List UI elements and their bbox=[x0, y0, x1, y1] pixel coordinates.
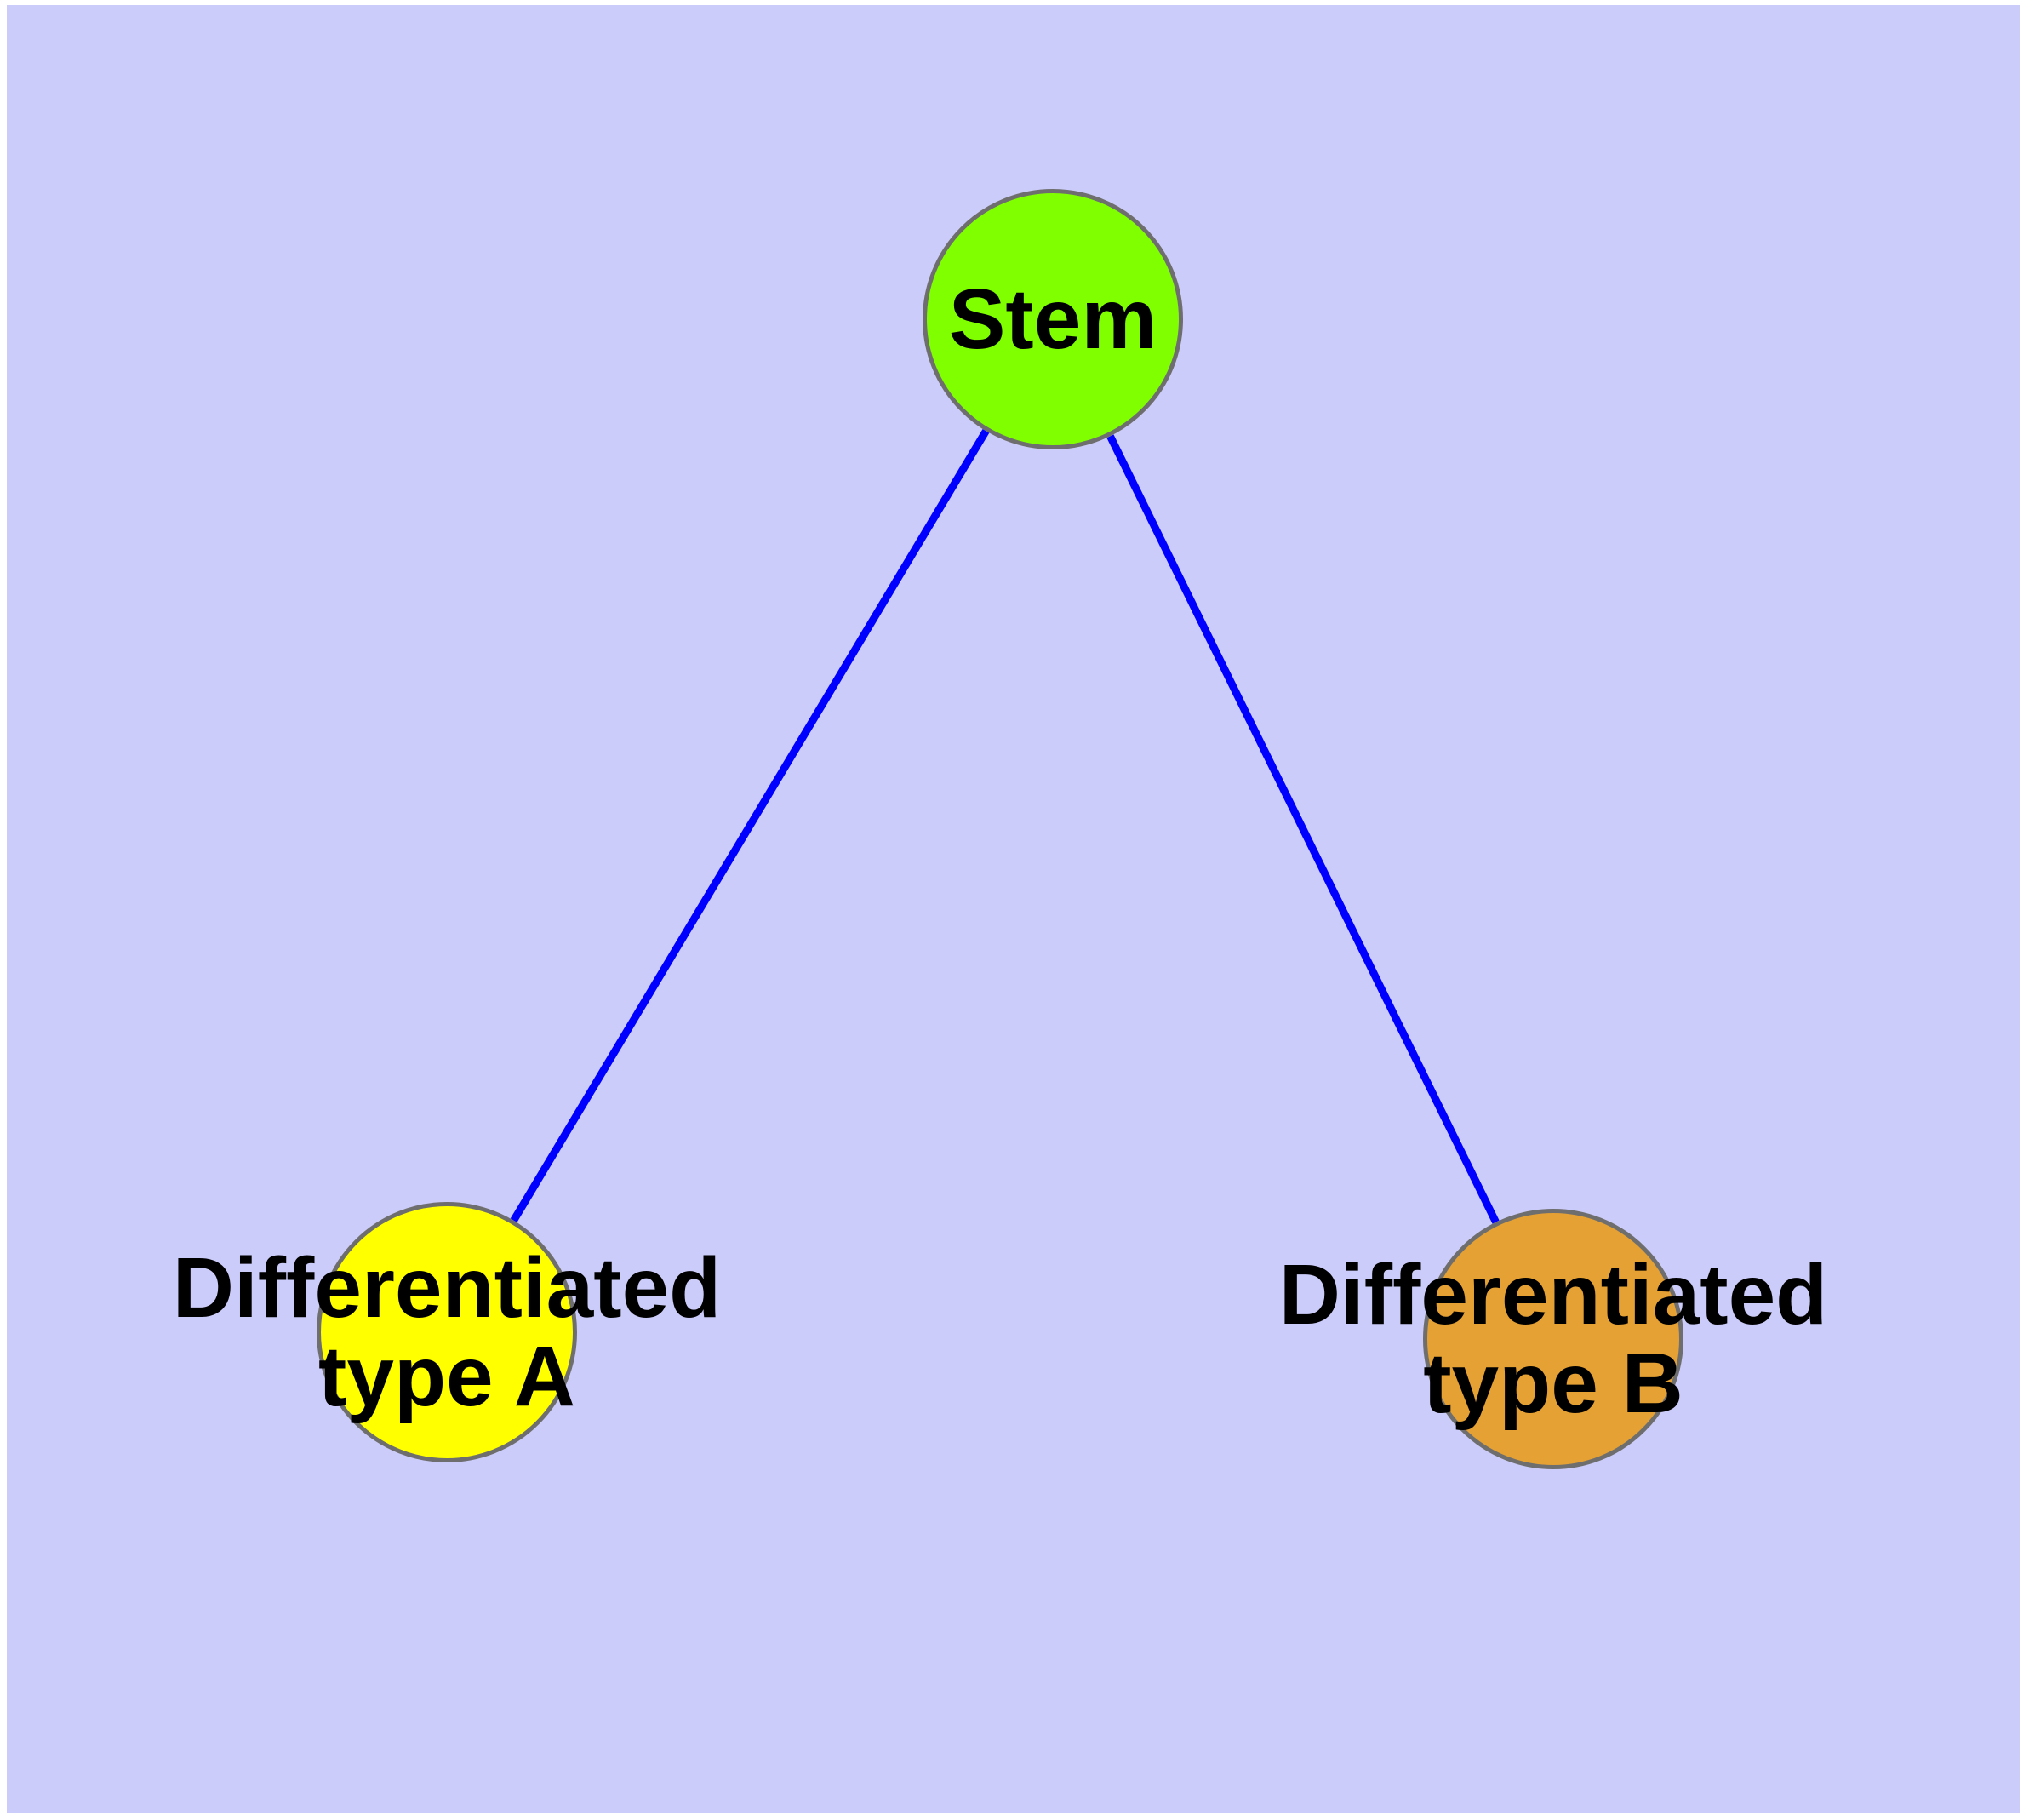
node-stem[interactable]: Stem bbox=[923, 189, 1183, 449]
node-differentiated-type-a[interactable]: Differentiated type A bbox=[173, 1202, 721, 1462]
edge-stem-to-diff-b bbox=[1106, 434, 1500, 1224]
node-differentiated-type-b[interactable]: Differentiated type B bbox=[1279, 1209, 1827, 1469]
node-differentiated-type-a-label: Differentiated type A bbox=[172, 1240, 722, 1424]
node-differentiated-type-b-label: Differentiated type B bbox=[1278, 1247, 1828, 1431]
node-stem-label: Stem bbox=[948, 272, 1157, 367]
edge-stem-to-diff-a bbox=[510, 428, 990, 1223]
